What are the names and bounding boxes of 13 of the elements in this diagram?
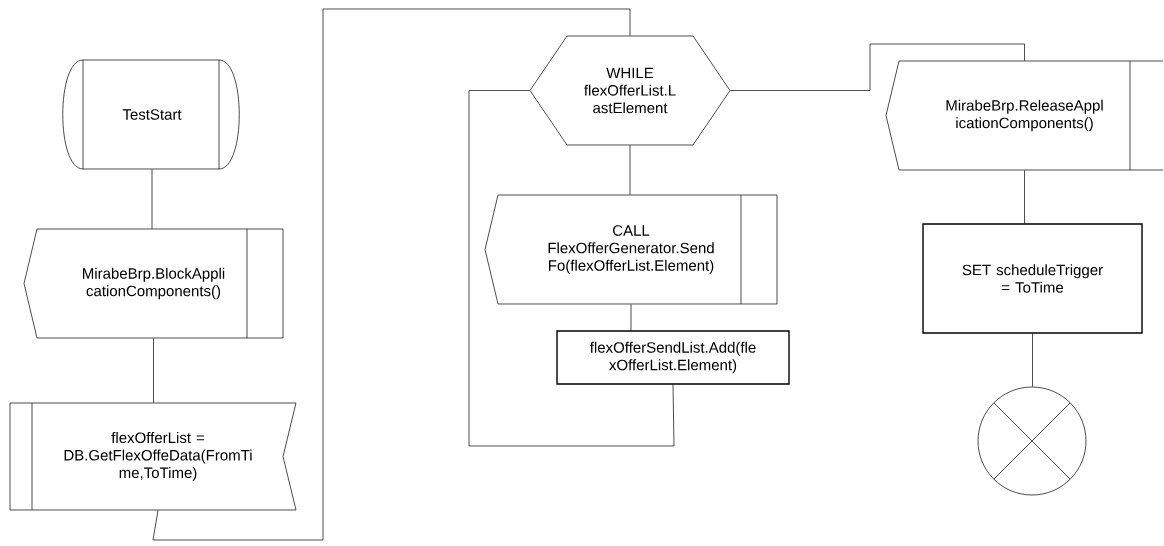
connector-line xyxy=(153,338,154,403)
connector-line xyxy=(152,8,631,541)
connector-line xyxy=(730,43,1025,91)
end-circle xyxy=(977,386,1087,496)
loop-hexagon: WHILE flexOfferList.L astElement xyxy=(529,35,731,146)
connector-line xyxy=(629,145,631,195)
connector-line xyxy=(468,90,675,447)
process-box: flexOfferSendList.Add(fle xOfferList.Element) xyxy=(556,330,790,385)
connector-line xyxy=(630,304,632,331)
connector-line xyxy=(1024,170,1025,224)
connector-line xyxy=(151,169,153,229)
process-box: SET scheduleTrigger = ToTime xyxy=(922,223,1143,334)
connector-line xyxy=(1032,333,1033,387)
